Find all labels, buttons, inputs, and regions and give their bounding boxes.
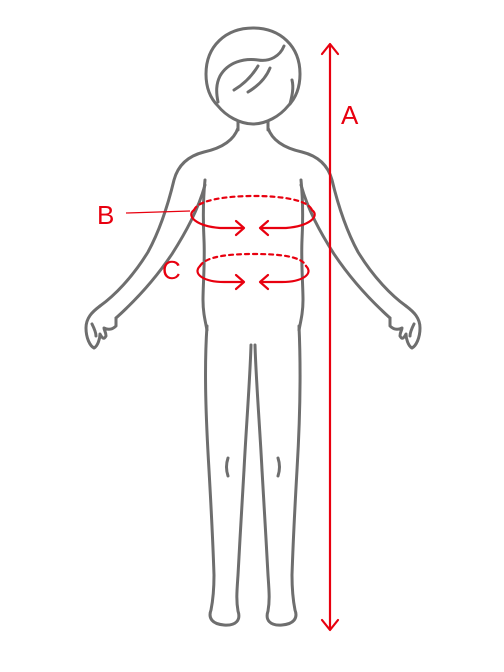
label-a: A	[341, 100, 359, 130]
arrow-left-icon	[258, 273, 270, 291]
arrow-right-icon	[234, 219, 246, 237]
chest-loop-back	[192, 194, 314, 212]
arrow-down-icon	[320, 618, 340, 632]
waist-loop-back	[198, 252, 308, 268]
arrow-left-icon	[258, 219, 270, 237]
chest-loop-front-right	[260, 208, 316, 230]
head	[204, 26, 302, 126]
arms	[84, 126, 422, 350]
waist-loop-front-right	[260, 264, 310, 284]
chest-loop-front-left	[190, 208, 244, 230]
torso	[201, 178, 305, 332]
arrow-right-icon	[234, 273, 246, 291]
label-c: C	[162, 255, 181, 285]
label-b: B	[97, 200, 114, 230]
waist-loop-front-left	[196, 264, 244, 284]
child-figure	[84, 26, 422, 627]
measurement-a-height: A	[320, 42, 359, 632]
legs	[204, 324, 302, 627]
arrow-up-icon	[320, 42, 340, 56]
measurement-c-waist: C	[162, 252, 310, 291]
measurement-b-chest: B	[97, 194, 316, 237]
label-b-leader	[125, 210, 191, 214]
